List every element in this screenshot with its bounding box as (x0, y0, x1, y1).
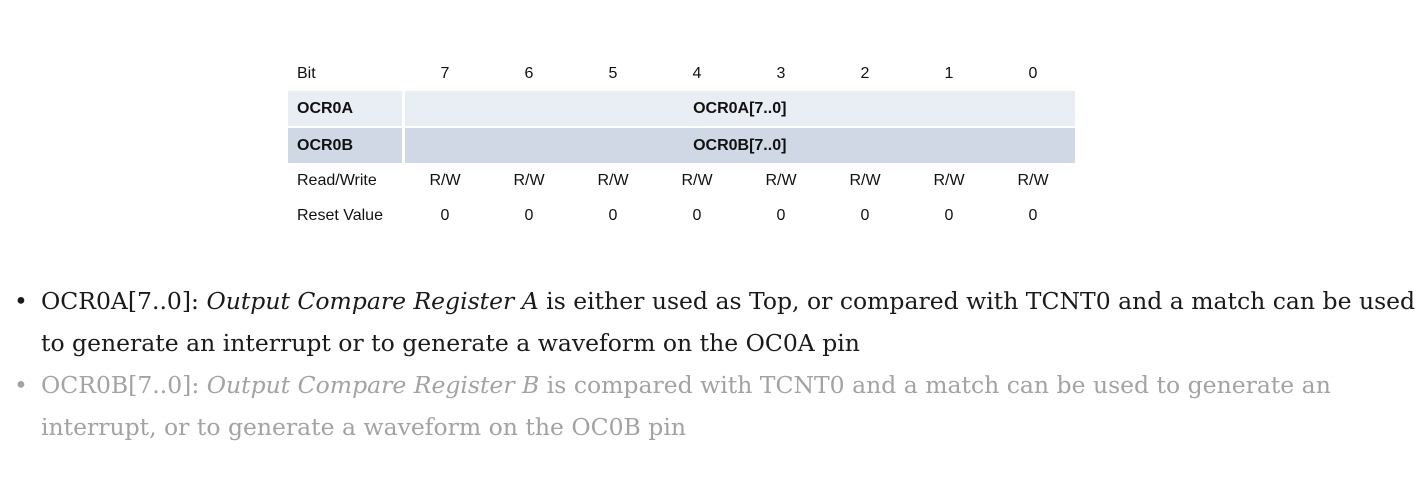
register-name-ocr0a: OCR0A (288, 91, 405, 128)
description-ocr0a: •OCR0A[7..0]: Output Compare Register A … (14, 280, 1416, 364)
description-text: is compared with TCNT0 and a match can b… (41, 371, 1331, 441)
register-row-ocr0b: OCR0B OCR0B[7..0] (288, 127, 1075, 163)
read-write-value: R/W (429, 171, 461, 189)
reset-value: 0 (860, 206, 870, 224)
bit-0: 0 (1028, 64, 1038, 82)
bit-3: 3 (776, 64, 786, 82)
bit-header-row: Bit 7 6 5 4 3 2 1 0 (288, 56, 1075, 91)
bullet-icon: • (14, 287, 28, 315)
read-write-value: R/W (513, 171, 545, 189)
register-description-list: •OCR0A[7..0]: Output Compare Register A … (0, 280, 1416, 448)
description-separator: : (191, 371, 207, 399)
read-write-value: R/W (1017, 171, 1049, 189)
reset-value-label: Reset Value (297, 206, 383, 224)
description-ocr0b: •OCR0B[7..0]: Output Compare Register B … (14, 364, 1416, 448)
reset-value: 0 (944, 206, 954, 224)
bullet-icon: • (14, 371, 28, 399)
register-field-ocr0b: OCR0B[7..0] (403, 127, 1075, 163)
reset-value: 0 (1028, 206, 1038, 224)
description-field-name: OCR0B[7..0] (41, 371, 192, 399)
reset-value: 0 (776, 206, 786, 224)
description-register-title: Output Compare Register A (206, 287, 539, 315)
read-write-label: Read/Write (297, 171, 377, 189)
bit-4: 4 (692, 64, 702, 82)
reset-value-row: Reset Value 0 0 0 0 0 0 0 0 (288, 198, 1075, 233)
bit-7: 7 (440, 64, 450, 82)
reset-value: 0 (524, 206, 534, 224)
read-write-value: R/W (849, 171, 881, 189)
register-row-ocr0a: OCR0A OCR0A[7..0] (288, 91, 1075, 128)
description-field-name: OCR0A[7..0] (41, 287, 192, 315)
bit-1: 1 (944, 64, 954, 82)
description-separator: : (191, 287, 207, 315)
register-table: Bit 7 6 5 4 3 2 1 0 OCR0A OCR0A[7..0] OC… (288, 56, 1075, 233)
reset-value: 0 (692, 206, 702, 224)
reset-value: 0 (608, 206, 618, 224)
read-write-value: R/W (681, 171, 713, 189)
read-write-value: R/W (597, 171, 629, 189)
description-register-title: Output Compare Register B (206, 371, 540, 399)
bit-6: 6 (524, 64, 534, 82)
read-write-row: Read/Write R/W R/W R/W R/W R/W R/W R/W R… (288, 163, 1075, 198)
bit-label: Bit (297, 64, 316, 82)
read-write-value: R/W (933, 171, 965, 189)
bit-5: 5 (608, 64, 618, 82)
description-text: is either used as Top, or compared with … (41, 287, 1416, 357)
bit-2: 2 (860, 64, 870, 82)
read-write-value: R/W (765, 171, 797, 189)
reset-value: 0 (440, 206, 450, 224)
register-field-ocr0a: OCR0A[7..0] (403, 91, 1075, 128)
register-name-ocr0b: OCR0B (288, 127, 405, 163)
